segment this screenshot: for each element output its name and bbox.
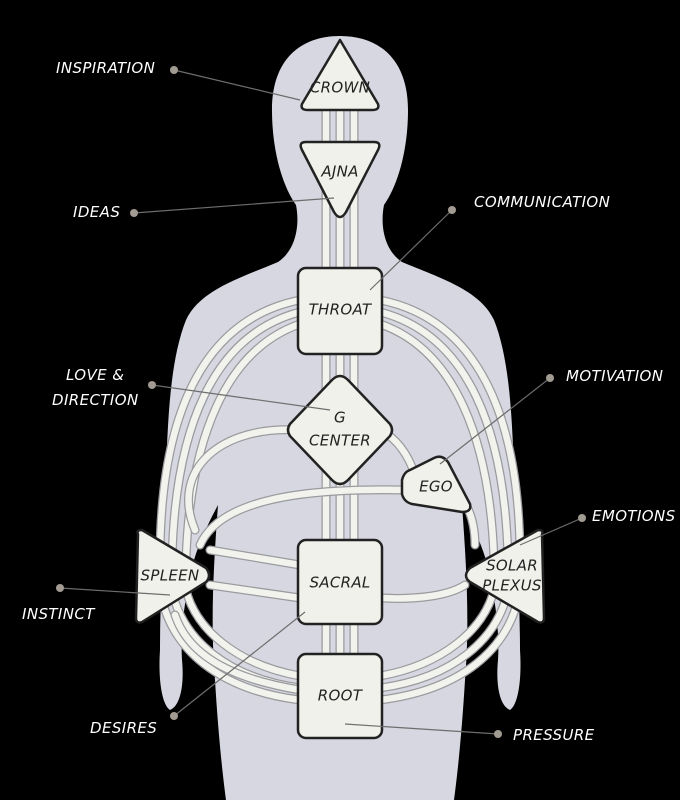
callout-love-line2: DIRECTION xyxy=(52,391,139,409)
center-spleen-label: SPLEEN xyxy=(141,567,200,585)
center-solar-plexus-label-line1: SOLAR xyxy=(486,557,538,575)
callout-instinct: INSTINCT xyxy=(22,605,96,623)
center-throat-label: THROAT xyxy=(309,301,373,319)
center-ajna-label: AJNA xyxy=(320,163,358,181)
callout-communication: COMMUNICATION xyxy=(474,193,610,211)
center-root[interactable]: ROOT xyxy=(296,652,384,740)
callout-emotions: EMOTIONS xyxy=(592,507,676,525)
callout-desires: DESIRES xyxy=(90,719,157,737)
leader-lines xyxy=(59,69,583,735)
center-root-label: ROOT xyxy=(318,687,364,705)
callout-love-line1: LOVE & xyxy=(66,366,124,384)
center-sacral-label: SACRAL xyxy=(309,574,370,592)
center-g[interactable]: G CENTER xyxy=(286,374,394,486)
center-throat[interactable]: THROAT xyxy=(296,266,384,356)
center-ajna[interactable]: AJNA xyxy=(299,140,381,219)
center-ego-label: EGO xyxy=(419,478,453,496)
callout-inspiration: INSPIRATION xyxy=(56,59,155,77)
center-ego[interactable]: EGO xyxy=(400,455,472,514)
callout-ideas: IDEAS xyxy=(73,203,120,221)
center-crown[interactable]: CROWN xyxy=(300,38,380,112)
center-spleen[interactable]: SPLEEN xyxy=(134,528,211,624)
center-solar-plexus-label-line2: PLEXUS xyxy=(482,577,542,595)
callout-motivation: MOTIVATION xyxy=(566,367,663,385)
center-solar-plexus[interactable]: SOLAR PLEXUS xyxy=(464,528,546,624)
leader-dots xyxy=(56,66,586,738)
center-crown-label: CROWN xyxy=(310,79,370,97)
center-g-label-line2: CENTER xyxy=(309,432,371,450)
center-sacral[interactable]: SACRAL xyxy=(296,538,384,626)
callout-pressure: PRESSURE xyxy=(513,726,595,744)
center-g-label-line1: G xyxy=(334,409,346,427)
